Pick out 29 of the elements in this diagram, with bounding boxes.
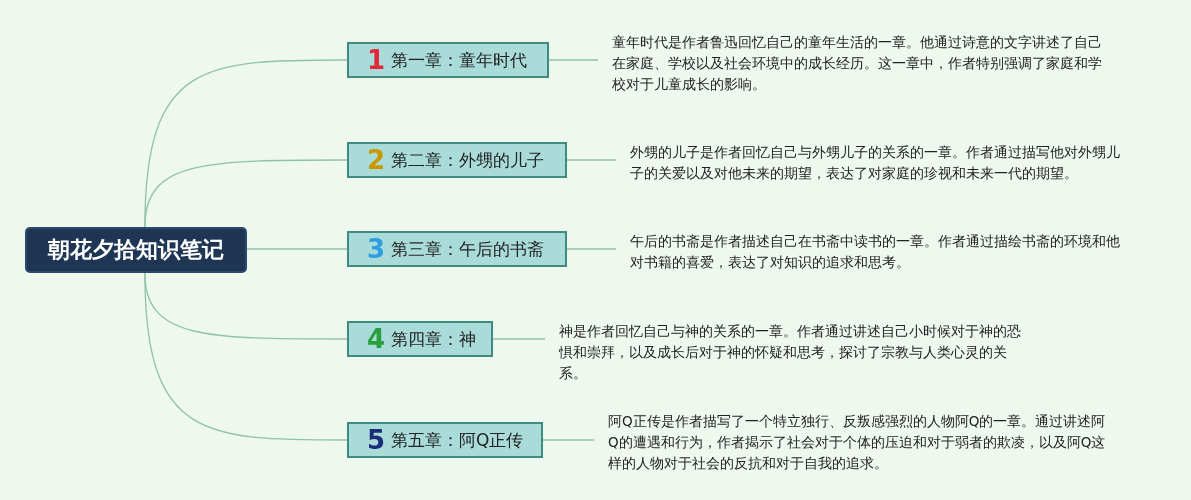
- chapter-box: [347, 231, 567, 267]
- root-topic-box: 朝花夕拾知识笔记: [25, 227, 247, 273]
- connector-line: [542, 439, 595, 441]
- connector-line: [246, 248, 348, 250]
- chapter-title: 第二章：外甥的儿子: [391, 148, 545, 172]
- connector-line: [144, 159, 348, 228]
- chapter-number: 5: [367, 427, 386, 453]
- chapter-box: [347, 142, 567, 178]
- chapter-summary: 阿Q正传是作者描写了一个特立独行、反叛感强烈的人物阿Q的一章。通过讲述阿Q的遭遇和行为，作者揭示了社会对于个体的压迫和对于弱者的欺凌，以及阿Q这样的人物对于社会的反抗和对于自我的追求。: [594, 411, 1106, 474]
- chapter-title: 第四章：神: [391, 327, 477, 351]
- chapter-box: [347, 321, 493, 357]
- chapter-summary: 外甥的儿子是作者回忆自己与外甥儿子的关系的一章。作者通过描写他对外甥儿子的关爱以及对他未来的期望，表达了对家庭的珍视和未来一代的期望。: [616, 142, 1122, 184]
- chapter-summary: 午后的书斋是作者描述自己在书斋中读书的一章。作者通过描绘书斋的环境和他对书籍的喜爱，表达了对知识的追求和思考。: [616, 231, 1122, 273]
- chapter-summary: 神是作者回忆自己与神的关系的一章。作者通过讲述自己小时候对于神的恐惧和崇拜，以及成长后对于神的怀疑和思考，探讨了宗教与人类心灵的关系。: [545, 321, 1027, 384]
- chapter-number: 2: [367, 147, 386, 173]
- chapter-title: 第三章：午后的书斋: [391, 237, 545, 261]
- chapter-number: 1: [367, 47, 386, 73]
- chapter-box: [347, 42, 549, 78]
- chapter-number: 4: [367, 326, 386, 352]
- chapter-title: 第五章：阿Q正传: [391, 428, 524, 452]
- chapter-summary: 童年时代是作者鲁迅回忆自己的童年生活的一章。他通过诗意的文字讲述了自己在家庭、学校以及社会环境中的成长经历。这一章中，作者特别强调了家庭和学校对于儿童成长的影响。: [598, 32, 1104, 95]
- connector-line: [566, 248, 617, 250]
- connector-line: [144, 272, 348, 441]
- connector-line: [566, 159, 617, 161]
- chapter-box: [347, 422, 543, 458]
- connector-line: [492, 338, 546, 340]
- connector-line: [548, 59, 599, 61]
- chapter-number: 3: [367, 236, 386, 262]
- chapter-title: 第一章：童年时代: [391, 48, 528, 72]
